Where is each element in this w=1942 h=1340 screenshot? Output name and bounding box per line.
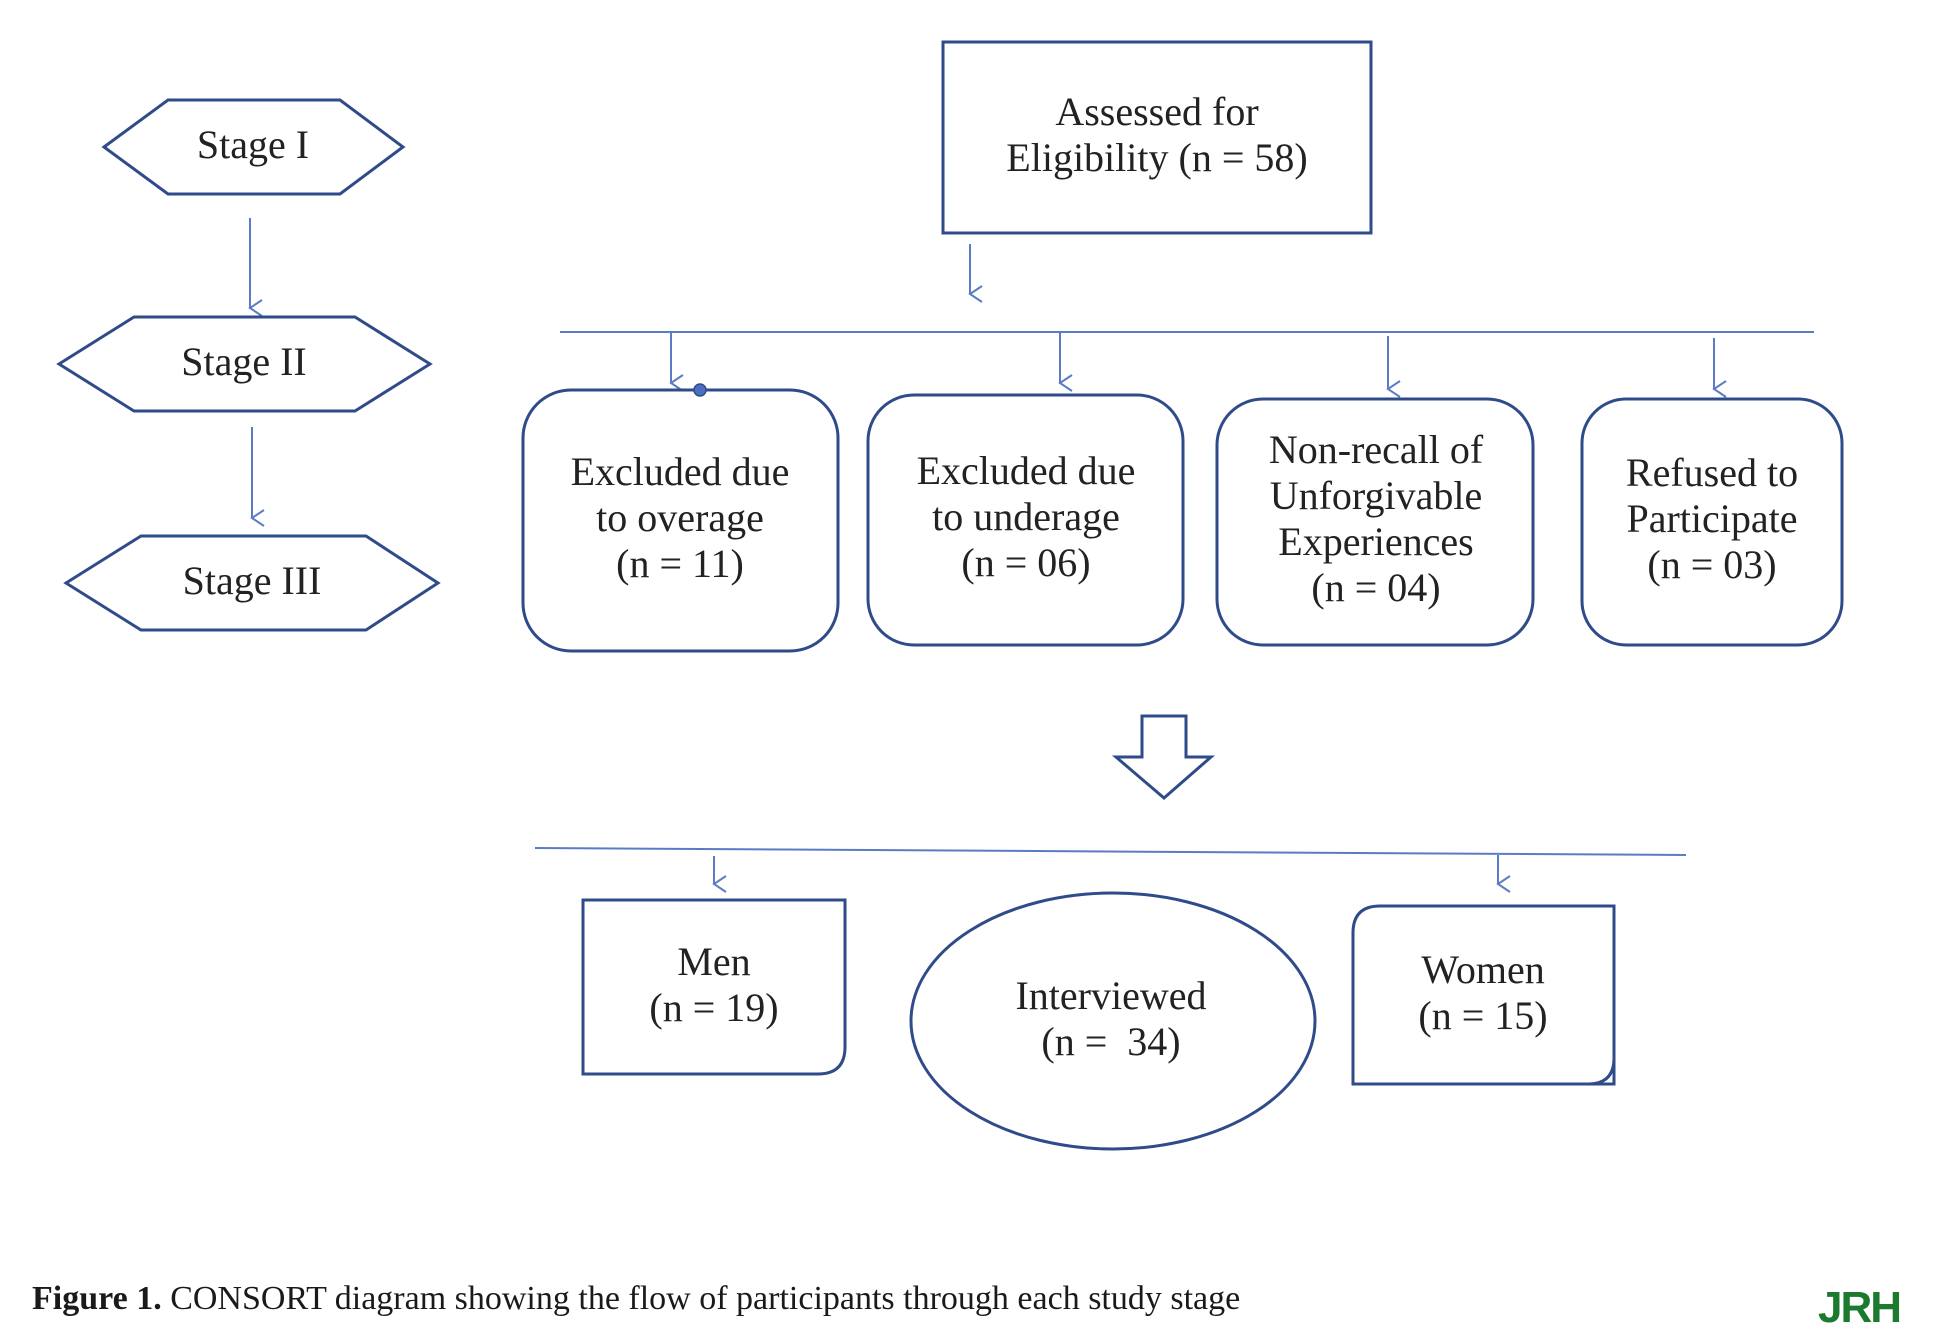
- exclusion-overage-line-3: (n = 11): [616, 541, 744, 586]
- figure-caption: Figure 1. CONSORT diagram showing the fl…: [32, 1280, 1240, 1318]
- stage-1-hexagon: [101, 98, 406, 196]
- exclusion-underage-line-3: (n = 06): [961, 540, 1090, 585]
- interviewed-node: Interviewed (n = 34): [909, 891, 1317, 1151]
- exclusion-overage-node: Excluded due to overage (n = 11): [521, 383, 840, 653]
- exclusion-non-recall-line-2: Unforgivable: [1270, 473, 1483, 518]
- connector-dot: [693, 383, 707, 397]
- exclusion-non-recall-node: Non-recall of Unforgivable Experiences (…: [1215, 397, 1535, 647]
- exclusion-underage-line-2: to underage: [932, 494, 1120, 539]
- flow-block-arrow: [1111, 714, 1216, 800]
- stage-2-label: Stage II: [181, 339, 307, 384]
- exclusion-refused-line-3: (n = 03): [1647, 542, 1776, 587]
- journal-logo: JRH: [1818, 1283, 1902, 1332]
- exclusion-refused-line-1: Refused to: [1626, 450, 1798, 495]
- stage-1-label: Stage I: [197, 122, 309, 167]
- men-line-2: (n = 19): [649, 985, 778, 1030]
- stage-column: Stage I Stage II Stage III: [56, 98, 441, 632]
- women-box-corner: [1587, 1057, 1616, 1086]
- women-node: Women (n = 15): [1351, 904, 1616, 1086]
- exclusion-non-recall-line-3: Experiences: [1278, 519, 1473, 564]
- women-box: [1351, 904, 1616, 1086]
- figure-caption-label: Figure 1.: [32, 1280, 162, 1317]
- exclusion-underage-node: Excluded due to underage (n = 06): [866, 393, 1185, 647]
- figure-caption-text: CONSORT diagram showing the flow of part…: [161, 1280, 1241, 1317]
- exclusion-refused-node: Refused to Participate (n = 03): [1580, 397, 1844, 647]
- men-node: Men (n = 19): [581, 898, 847, 1076]
- exclusion-non-recall-box: [1215, 397, 1535, 647]
- exclusion-overage-line-2: to overage: [596, 495, 764, 540]
- men-line-1: Men: [677, 939, 750, 984]
- women-line-2: (n = 15): [1418, 993, 1547, 1038]
- exclusion-non-recall-line-1: Non-recall of: [1269, 427, 1484, 472]
- assessed-node: Assessed for Eligibility (n = 58): [941, 40, 1373, 235]
- women-line-1: Women: [1421, 947, 1544, 992]
- interviewed-line-2: (n = 34): [1041, 1019, 1180, 1064]
- stage-3-hexagon: [63, 534, 441, 632]
- interviewed-line-1: Interviewed: [1015, 973, 1206, 1018]
- outcome-branch-line: [534, 847, 1687, 856]
- men-box: [581, 898, 847, 1076]
- exclusion-refused-line-2: Participate: [1626, 496, 1797, 541]
- exclusion-refused-box: [1580, 397, 1844, 647]
- exclusion-underage-line-1: Excluded due: [917, 448, 1136, 493]
- interviewed-ellipse: [909, 891, 1317, 1151]
- exclusion-underage-box: [866, 393, 1185, 647]
- assessed-line-1: Assessed for: [1055, 89, 1258, 134]
- exclusion-non-recall-line-4: (n = 04): [1311, 565, 1440, 610]
- exclusion-overage-line-1: Excluded due: [571, 449, 790, 494]
- exclusion-overage-box: [521, 388, 840, 653]
- assessed-box: [941, 40, 1373, 235]
- assessed-line-2: Eligibility (n = 58): [1006, 135, 1307, 180]
- stage-2-hexagon: [56, 315, 433, 413]
- stage-3-label: Stage III: [183, 558, 322, 603]
